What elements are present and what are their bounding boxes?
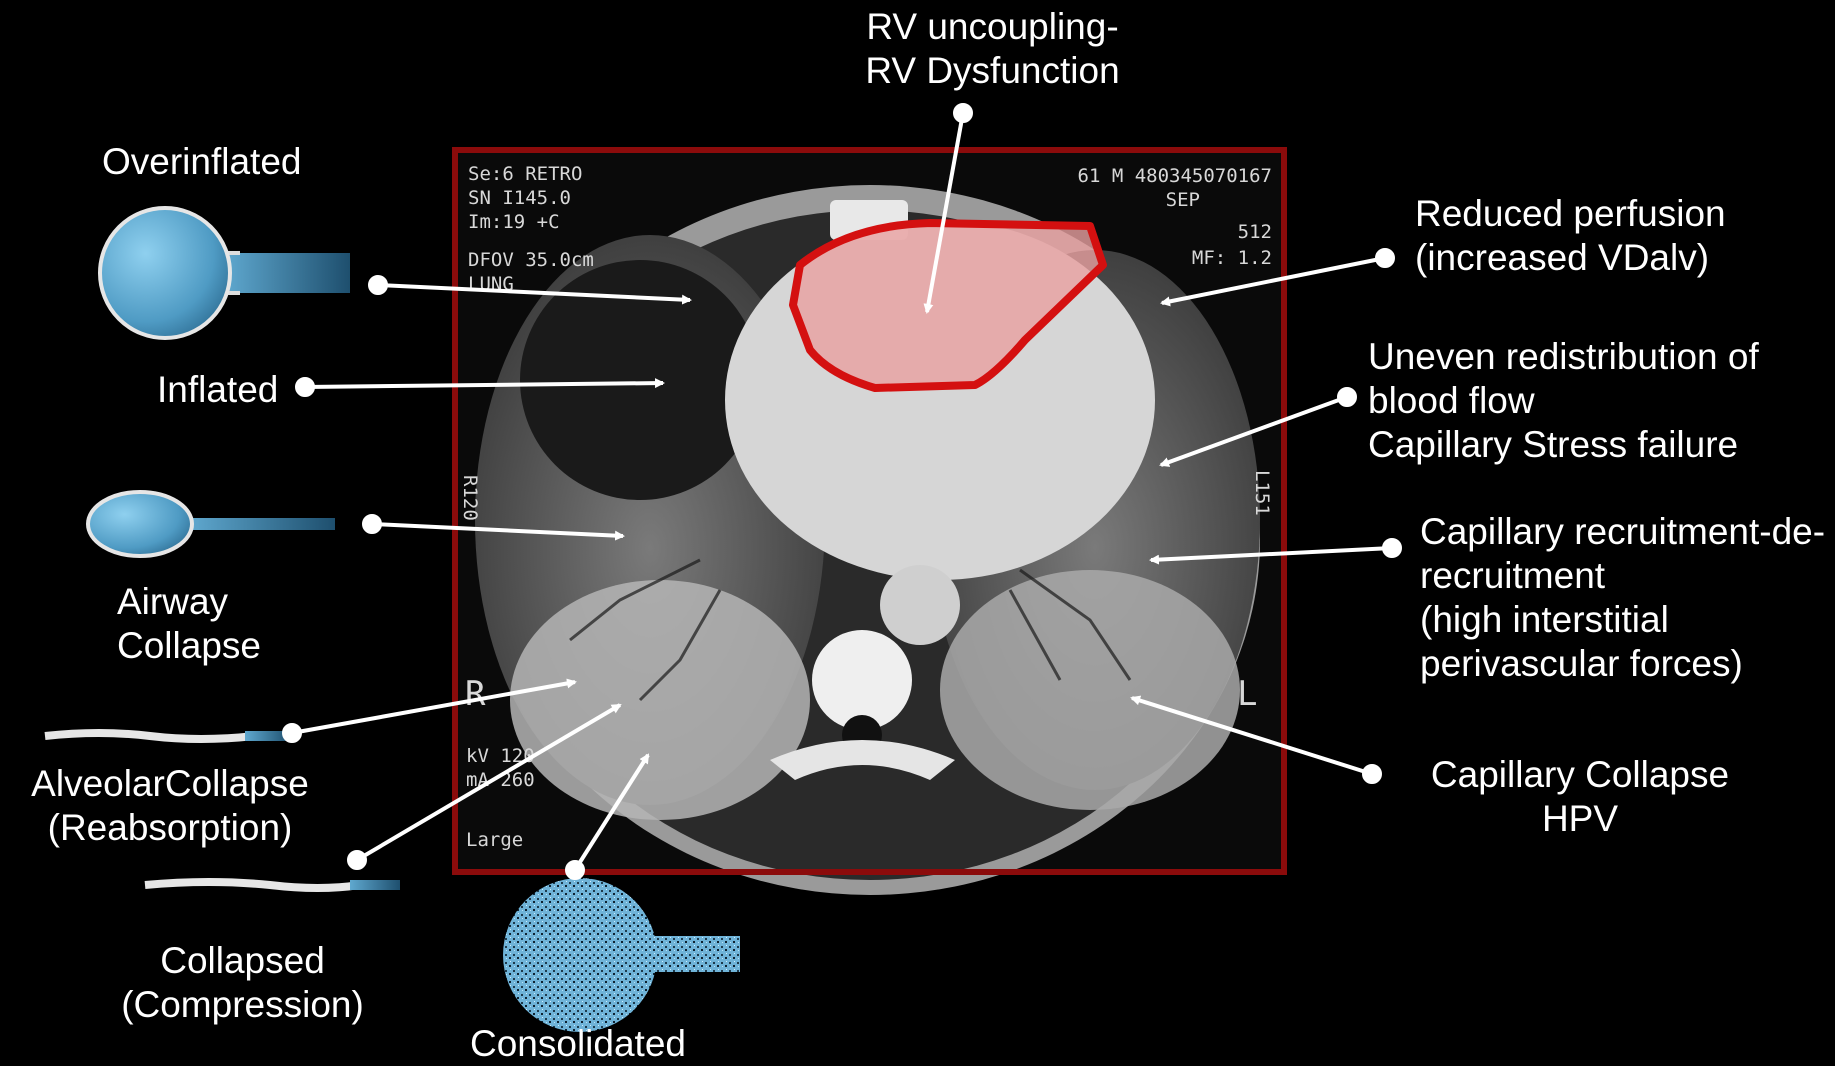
capillary-recruitment-label: Capillary recruitment-de- recruitment (h… — [1420, 510, 1825, 686]
overinflated-label: Overinflated — [102, 140, 302, 184]
capillary-collapse-label-line-2: HPV — [1420, 797, 1740, 841]
rv-label-line-1: RV uncoupling- — [825, 5, 1160, 49]
ct-right-vertical: L151 — [1251, 470, 1273, 516]
capillary-recruitment-label-line-2: recruitment — [1420, 554, 1825, 598]
airway-collapse-arrow-dot — [364, 516, 380, 532]
ct-header-left-4: DFOV 35.0cm — [468, 249, 594, 271]
ct-left-vertical: R120 — [459, 475, 481, 521]
airway-collapse-label-line-1: Airway — [117, 580, 261, 624]
capillary-collapse-arrow-dot — [1364, 766, 1380, 782]
uneven-redistribution-arrow-dot — [1339, 389, 1355, 405]
alveolar-collapse-label-line-1: AlveolarCollapse — [5, 762, 335, 806]
inflated-label: Inflated — [157, 368, 278, 412]
uneven-redistribution-label: Uneven redistribution of blood flow Capi… — [1368, 335, 1759, 467]
ct-header-right-1: 61 M 480345070167 — [1078, 165, 1272, 187]
inflated-arrow-dot — [297, 379, 313, 395]
collapsed-compression-label-line-1: Collapsed — [95, 939, 390, 983]
ct-side-l: L — [1237, 674, 1257, 714]
compression-collapse-icon — [145, 880, 400, 890]
ct-footer-1: kV 120 — [466, 745, 535, 767]
airway-collapse-label-line-2: Collapse — [117, 624, 261, 668]
capillary-collapse-label-line-1: Capillary Collapse — [1420, 753, 1740, 797]
consolidated-alveolus-icon — [503, 878, 740, 1032]
ct-side-r: R — [465, 674, 486, 714]
uneven-redistribution-label-line-2: blood flow — [1368, 379, 1759, 423]
rv-label: RV uncoupling- RV Dysfunction — [825, 5, 1160, 93]
alveolar-collapse-icon — [45, 731, 290, 741]
consolidated-arrow-dot — [567, 862, 583, 878]
alveolar-collapse-arrow-dot — [284, 725, 300, 741]
overinflated-alveolus-icon — [100, 208, 350, 338]
reduced-perfusion-arrow-dot — [1377, 250, 1393, 266]
capillary-recruitment-label-line-1: Capillary recruitment-de- — [1420, 510, 1825, 554]
ct-header-right-4: MF: 1.2 — [1192, 247, 1272, 269]
collapsed-compression-label: Collapsed (Compression) — [95, 939, 390, 1027]
capillary-recruitment-arrow-dot — [1384, 540, 1400, 556]
ct-header-left-3: Im:19 +C — [468, 211, 560, 233]
ct-footer-3: Large — [466, 829, 523, 851]
ct-header-right-2: SEP — [1166, 189, 1200, 211]
ct-header-left-2: SN I145.0 — [468, 187, 571, 209]
reduced-perfusion-label-line-2: (increased VDalv) — [1415, 236, 1726, 280]
alveolar-collapse-label: AlveolarCollapse (Reabsorption) — [5, 762, 335, 850]
uneven-redistribution-label-line-3: Capillary Stress failure — [1368, 423, 1759, 467]
uneven-redistribution-label-line-1: Uneven redistribution of — [1368, 335, 1759, 379]
airway-collapse-label: Airway Collapse — [117, 580, 261, 668]
capillary-collapse-label: Capillary Collapse HPV — [1420, 753, 1740, 841]
reduced-perfusion-label-line-1: Reduced perfusion — [1415, 192, 1726, 236]
rv-label-line-2: RV Dysfunction — [825, 49, 1160, 93]
reduced-perfusion-label: Reduced perfusion (increased VDalv) — [1415, 192, 1726, 280]
ct-header-left-1: Se:6 RETRO — [468, 163, 582, 185]
ct-header-right-3: 512 — [1238, 221, 1272, 243]
alveolar-collapse-label-line-2: (Reabsorption) — [5, 806, 335, 850]
consolidated-label: Consolidated — [470, 1022, 686, 1066]
collapsed-compression-label-line-2: (Compression) — [95, 983, 390, 1027]
overinflated-arrow-dot — [370, 277, 386, 293]
airway-collapse-alveolus-icon — [88, 492, 335, 556]
compression-arrow-dot — [349, 852, 365, 868]
capillary-recruitment-label-line-4: perivascular forces) — [1420, 642, 1825, 686]
rv-arrow-dot — [955, 105, 971, 121]
capillary-recruitment-label-line-3: (high interstitial — [1420, 598, 1825, 642]
